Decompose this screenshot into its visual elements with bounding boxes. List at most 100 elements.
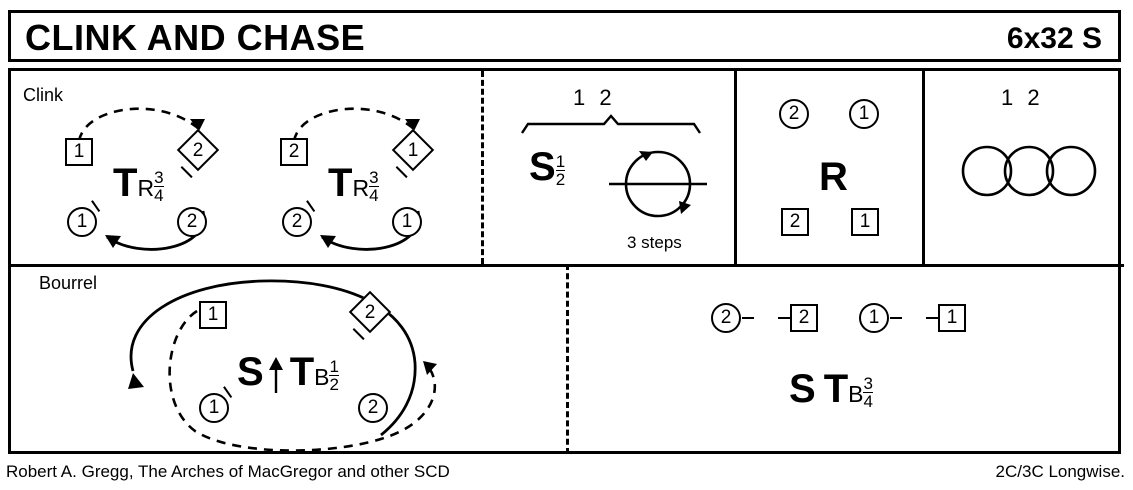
panel-divider-solid-1 bbox=[734, 71, 737, 264]
footer-devisor: Robert A. Gregg, The Arches of MacGregor… bbox=[6, 462, 450, 481]
formation-sub: B bbox=[314, 364, 330, 390]
dancer-lady-1-circle: 1 bbox=[67, 207, 97, 237]
diagram-frame: Clink 1 2 1 bbox=[8, 68, 1124, 454]
reel-dancer-1-square: 1 bbox=[851, 208, 879, 236]
formation-letter-t: T bbox=[823, 367, 849, 411]
bourrel-dancer-1-square: 1 bbox=[199, 301, 227, 329]
set-pair-label: 1 2 bbox=[573, 85, 616, 110]
fraction-numerator: 3 bbox=[154, 167, 164, 187]
panel-divider-solid-2 bbox=[922, 71, 925, 264]
bourrel-dashed-path bbox=[168, 309, 437, 452]
reel-panel: 2 1 R 2 1 bbox=[751, 85, 916, 255]
chase-square-2-facing-tick bbox=[778, 317, 790, 320]
reel-formation: R bbox=[819, 157, 848, 197]
bourrel-label: Bourrel bbox=[39, 273, 98, 293]
panel-divider-dashed-top bbox=[481, 71, 484, 264]
reel-dancer-2-circle: 2 bbox=[779, 99, 809, 129]
formation-letter-s: S bbox=[789, 367, 816, 411]
up-arrow-icon bbox=[264, 351, 290, 395]
chase-dancer-2-circle: 2 bbox=[711, 303, 741, 333]
formation-sub: B bbox=[848, 381, 864, 407]
dancer-label: 2 bbox=[186, 211, 198, 232]
dance-meta: 6x32 S bbox=[1006, 22, 1102, 55]
three-circles-icon bbox=[961, 145, 1097, 197]
dancer-label: 1 bbox=[858, 103, 870, 124]
bourrel-dancer-2-circle: 2 bbox=[358, 393, 388, 423]
formation-letter: S bbox=[529, 145, 556, 189]
dancer-man-2-circle: 2 bbox=[177, 207, 207, 237]
dancer-label: 2 bbox=[789, 211, 801, 232]
clink-a-travel-arc bbox=[77, 107, 205, 142]
fraction-numerator: 3 bbox=[863, 373, 873, 393]
set-brace bbox=[521, 114, 701, 134]
fraction-denominator: 4 bbox=[863, 392, 873, 412]
fraction-numerator: 1 bbox=[555, 151, 566, 171]
bourrel-dancer-1-circle: 1 bbox=[199, 393, 229, 423]
dancer-label: 1 bbox=[407, 140, 419, 161]
fraction-denominator: 4 bbox=[369, 186, 379, 206]
formation-sub: R bbox=[352, 175, 370, 201]
formation-letter: T bbox=[328, 161, 353, 205]
dancer-label: 1 bbox=[73, 141, 85, 162]
dancer-label: 1 bbox=[868, 307, 880, 328]
footer-set-type: 2C/3C Longwise. bbox=[995, 462, 1125, 481]
dancer-lady-2-circle: 2 bbox=[282, 207, 312, 237]
turn-circle-icon bbox=[609, 150, 707, 218]
dancer-label: 2 bbox=[192, 140, 204, 161]
chase-dancer-1-circle: 1 bbox=[859, 303, 889, 333]
dancer-label: 2 bbox=[788, 103, 800, 124]
dancer-label: 2 bbox=[798, 307, 810, 328]
reel-dancer-1-circle: 1 bbox=[849, 99, 879, 129]
dancer-label: 1 bbox=[946, 307, 958, 328]
formation-letter: R bbox=[819, 155, 848, 199]
dancer-label: 1 bbox=[859, 211, 871, 232]
chase-square-1-facing-tick bbox=[926, 317, 938, 320]
formation-letter-t: T bbox=[289, 350, 315, 394]
dancer-label: 2 bbox=[720, 307, 732, 328]
clink-b-travel-arc bbox=[292, 107, 420, 142]
circle-panel-pair-label: 1 2 bbox=[1001, 85, 1044, 110]
fraction-numerator: 1 bbox=[329, 356, 339, 376]
dancer-label: 2 bbox=[291, 211, 303, 232]
formation-letter-s: S bbox=[237, 350, 264, 394]
bourrel-solid-path bbox=[128, 279, 417, 437]
chase-dancer-1-square: 1 bbox=[938, 304, 966, 332]
dancer-label: 2 bbox=[364, 302, 376, 323]
dancer-label: 1 bbox=[76, 211, 88, 232]
fraction-denominator: 2 bbox=[555, 170, 566, 190]
fraction-denominator: 2 bbox=[329, 375, 339, 395]
dancer-label: 2 bbox=[367, 397, 379, 418]
dancer-man-2-square: 2 bbox=[280, 138, 308, 166]
dancer-label: 2 bbox=[288, 141, 300, 162]
dancer-label: 1 bbox=[401, 211, 413, 232]
fraction-numerator: 3 bbox=[369, 167, 379, 187]
chase-circle-1-facing-tick bbox=[890, 317, 902, 320]
formation-letter: T bbox=[113, 161, 138, 205]
dancer-man-1-square: 1 bbox=[65, 138, 93, 166]
circle-round-panel: 1 2 bbox=[939, 85, 1119, 255]
dancer-label: 1 bbox=[207, 304, 219, 325]
chase-circle-2-facing-tick bbox=[742, 317, 754, 320]
fraction-denominator: 4 bbox=[154, 186, 164, 206]
dance-title: CLINK AND CHASE bbox=[25, 17, 366, 58]
reel-dancer-2-square: 2 bbox=[781, 208, 809, 236]
title-bar: CLINK AND CHASE 6x32 S bbox=[8, 10, 1121, 62]
dancer-man-1-circle: 1 bbox=[392, 207, 422, 237]
formation-sub: R bbox=[137, 175, 155, 201]
chase-dancer-2-square: 2 bbox=[790, 304, 818, 332]
